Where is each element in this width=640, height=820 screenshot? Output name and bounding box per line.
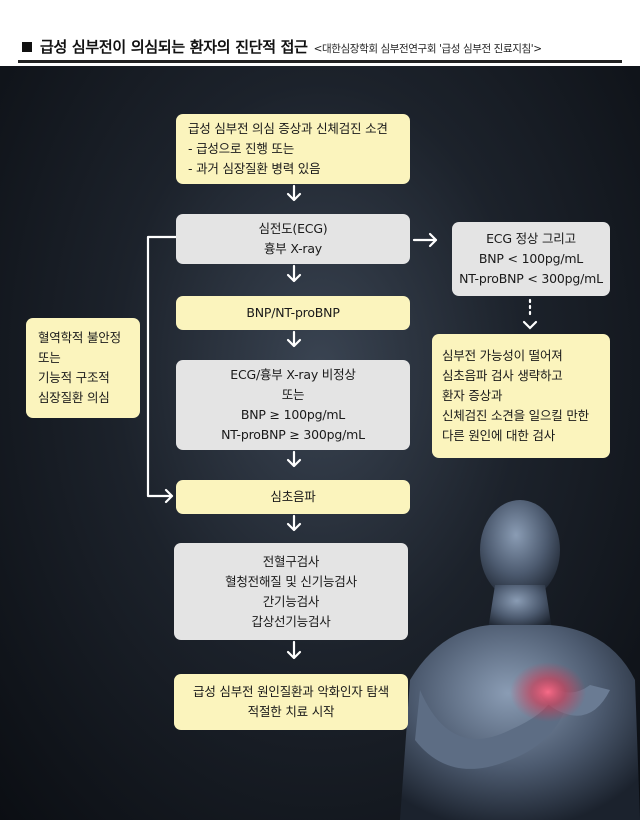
bnp-box: BNP/NT-proBNP — [176, 296, 410, 330]
heart-failure-unlikely-box: 심부전 가능성이 떨어져 심초음파 검사 생략하고 환자 증상과 신체검진 소견… — [432, 334, 610, 458]
unlikely-line-4: 신체검진 소견을 일으킬 만한 — [442, 408, 589, 423]
title-row: 급성 심부전이 의심되는 환자의 진단적 접근 <대한심장학회 심부전연구회 '… — [22, 36, 542, 57]
source-citation: <대한심장학회 심부전연구회 '급성 심부전 진료지침'> — [313, 43, 542, 55]
ecg-xray-box: 심전도(ECG) 흉부 X-ray — [176, 214, 410, 264]
normal-line-3: NT-proBNP < 300pg/mL — [459, 271, 603, 286]
final-action-box: 급성 심부전 원인질환과 악화인자 탐색 적절한 치료 시작 — [174, 674, 408, 730]
labs-line-3: 간기능검사 — [262, 593, 320, 609]
arrow-abnormal-to-echo — [286, 450, 302, 468]
normal-result-box: ECG 정상 그리고 BNP < 100pg/mL NT-proBNP < 30… — [452, 222, 610, 296]
unstable-line-2: 또는 — [38, 350, 61, 365]
header: 급성 심부전이 의심되는 환자의 진단적 접근 <대한심장학회 심부전연구회 '… — [0, 0, 640, 66]
abnormal-line-3: BNP ≥ 100pg/mL — [240, 407, 346, 422]
lab-tests-box: 전혈구검사 혈청전해질 및 신기능검사 간기능검사 갑상선기능검사 — [174, 543, 408, 640]
initial-suspicion-box: 급성 심부전 의심 증상과 신체검진 소견 - 급성으로 진행 또는 - 과거 … — [176, 114, 410, 184]
normal-line-2: BNP < 100pg/mL — [478, 251, 584, 266]
final-line-2: 적절한 치료 시작 — [247, 704, 335, 719]
labs-line-4: 갑상선기능검사 — [251, 613, 331, 629]
normal-line-1: ECG 정상 그리고 — [486, 231, 576, 246]
arrow-echo-to-labs — [286, 514, 302, 532]
arrow-ecg-to-normal — [412, 232, 438, 248]
page-title: 급성 심부전이 의심되는 환자의 진단적 접근 — [40, 38, 308, 56]
unstable-line-4: 심장질환 의심 — [38, 390, 110, 405]
labs-line-1: 전혈구검사 — [262, 553, 320, 569]
labs-line-2: 혈청전해질 및 신기능검사 — [225, 573, 357, 589]
initial-line-1: 급성 심부전 의심 증상과 신체검진 소견 — [188, 121, 388, 136]
abnormal-result-box: ECG/흉부 X-ray 비정상 또는 BNP ≥ 100pg/mL NT-pr… — [176, 360, 410, 450]
echo-line: 심초음파 — [270, 489, 316, 504]
unstable-line-1: 혈역학적 불안정 — [38, 330, 121, 345]
dotted-arrow-normal-to-unlikely — [522, 298, 538, 330]
abnormal-line-2: 또는 — [281, 387, 305, 402]
arrow-bnp-to-abnormal — [286, 330, 302, 348]
initial-line-2: - 급성으로 진행 또는 — [188, 141, 295, 156]
arrow-initial-to-ecg — [286, 184, 302, 202]
ecg-line-2: 흉부 X-ray — [263, 241, 323, 256]
bnp-line: BNP/NT-proBNP — [246, 305, 340, 320]
echo-box: 심초음파 — [176, 480, 410, 514]
abnormal-line-1: ECG/흉부 X-ray 비정상 — [230, 367, 356, 382]
abnormal-line-4: NT-proBNP ≥ 300pg/mL — [221, 427, 365, 442]
unstable-line-3: 기능적 구조적 — [38, 370, 110, 385]
unlikely-line-3: 환자 증상과 — [442, 388, 503, 403]
unlikely-line-1: 심부전 가능성이 떨어져 — [442, 348, 563, 363]
header-divider — [18, 60, 622, 63]
ecg-line-1: 심전도(ECG) — [258, 221, 328, 236]
arrow-bypass-to-echo — [146, 235, 178, 504]
unlikely-line-2: 심초음파 검사 생략하고 — [442, 368, 563, 383]
unlikely-line-5: 다른 원인에 대한 검사 — [442, 428, 556, 443]
human-figure-clutching-chest-illustration — [400, 500, 640, 820]
arrow-labs-to-final — [286, 640, 302, 660]
arrow-ecg-to-bnp — [286, 264, 302, 283]
final-line-1: 급성 심부전 원인질환과 악화인자 탐색 — [193, 684, 389, 699]
hemodynamic-unstable-box: 혈역학적 불안정 또는 기능적 구조적 심장질환 의심 — [26, 318, 140, 418]
bullet-square-icon — [22, 42, 32, 52]
initial-line-3: - 과거 심장질환 병력 있음 — [188, 161, 321, 176]
